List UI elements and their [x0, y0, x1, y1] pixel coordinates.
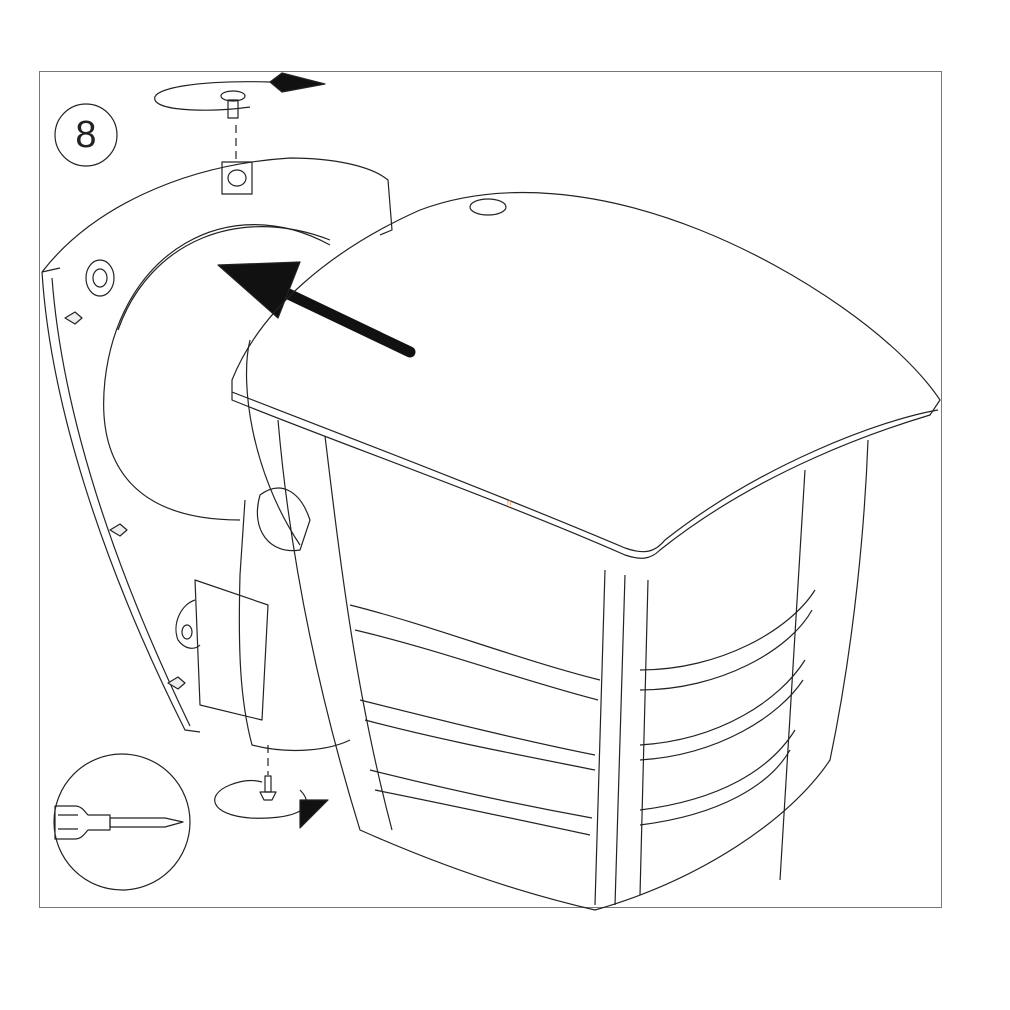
screwdriver-tool-icon	[53, 753, 191, 891]
push-direction-arrow	[217, 261, 416, 358]
annotation-mark: n	[507, 498, 512, 507]
bottom-screw-rotate-icon	[214, 775, 329, 829]
lamp-roof	[231, 191, 941, 559]
step-number: 8	[75, 113, 97, 156]
figure-frame	[39, 71, 942, 908]
wall-mount-plate	[41, 157, 393, 733]
lamp-cage	[277, 419, 869, 911]
lamp-arm	[175, 339, 351, 775]
gasket	[103, 224, 331, 521]
step-number-circle	[54, 103, 118, 167]
top-screw-rotate-icon	[154, 72, 326, 165]
